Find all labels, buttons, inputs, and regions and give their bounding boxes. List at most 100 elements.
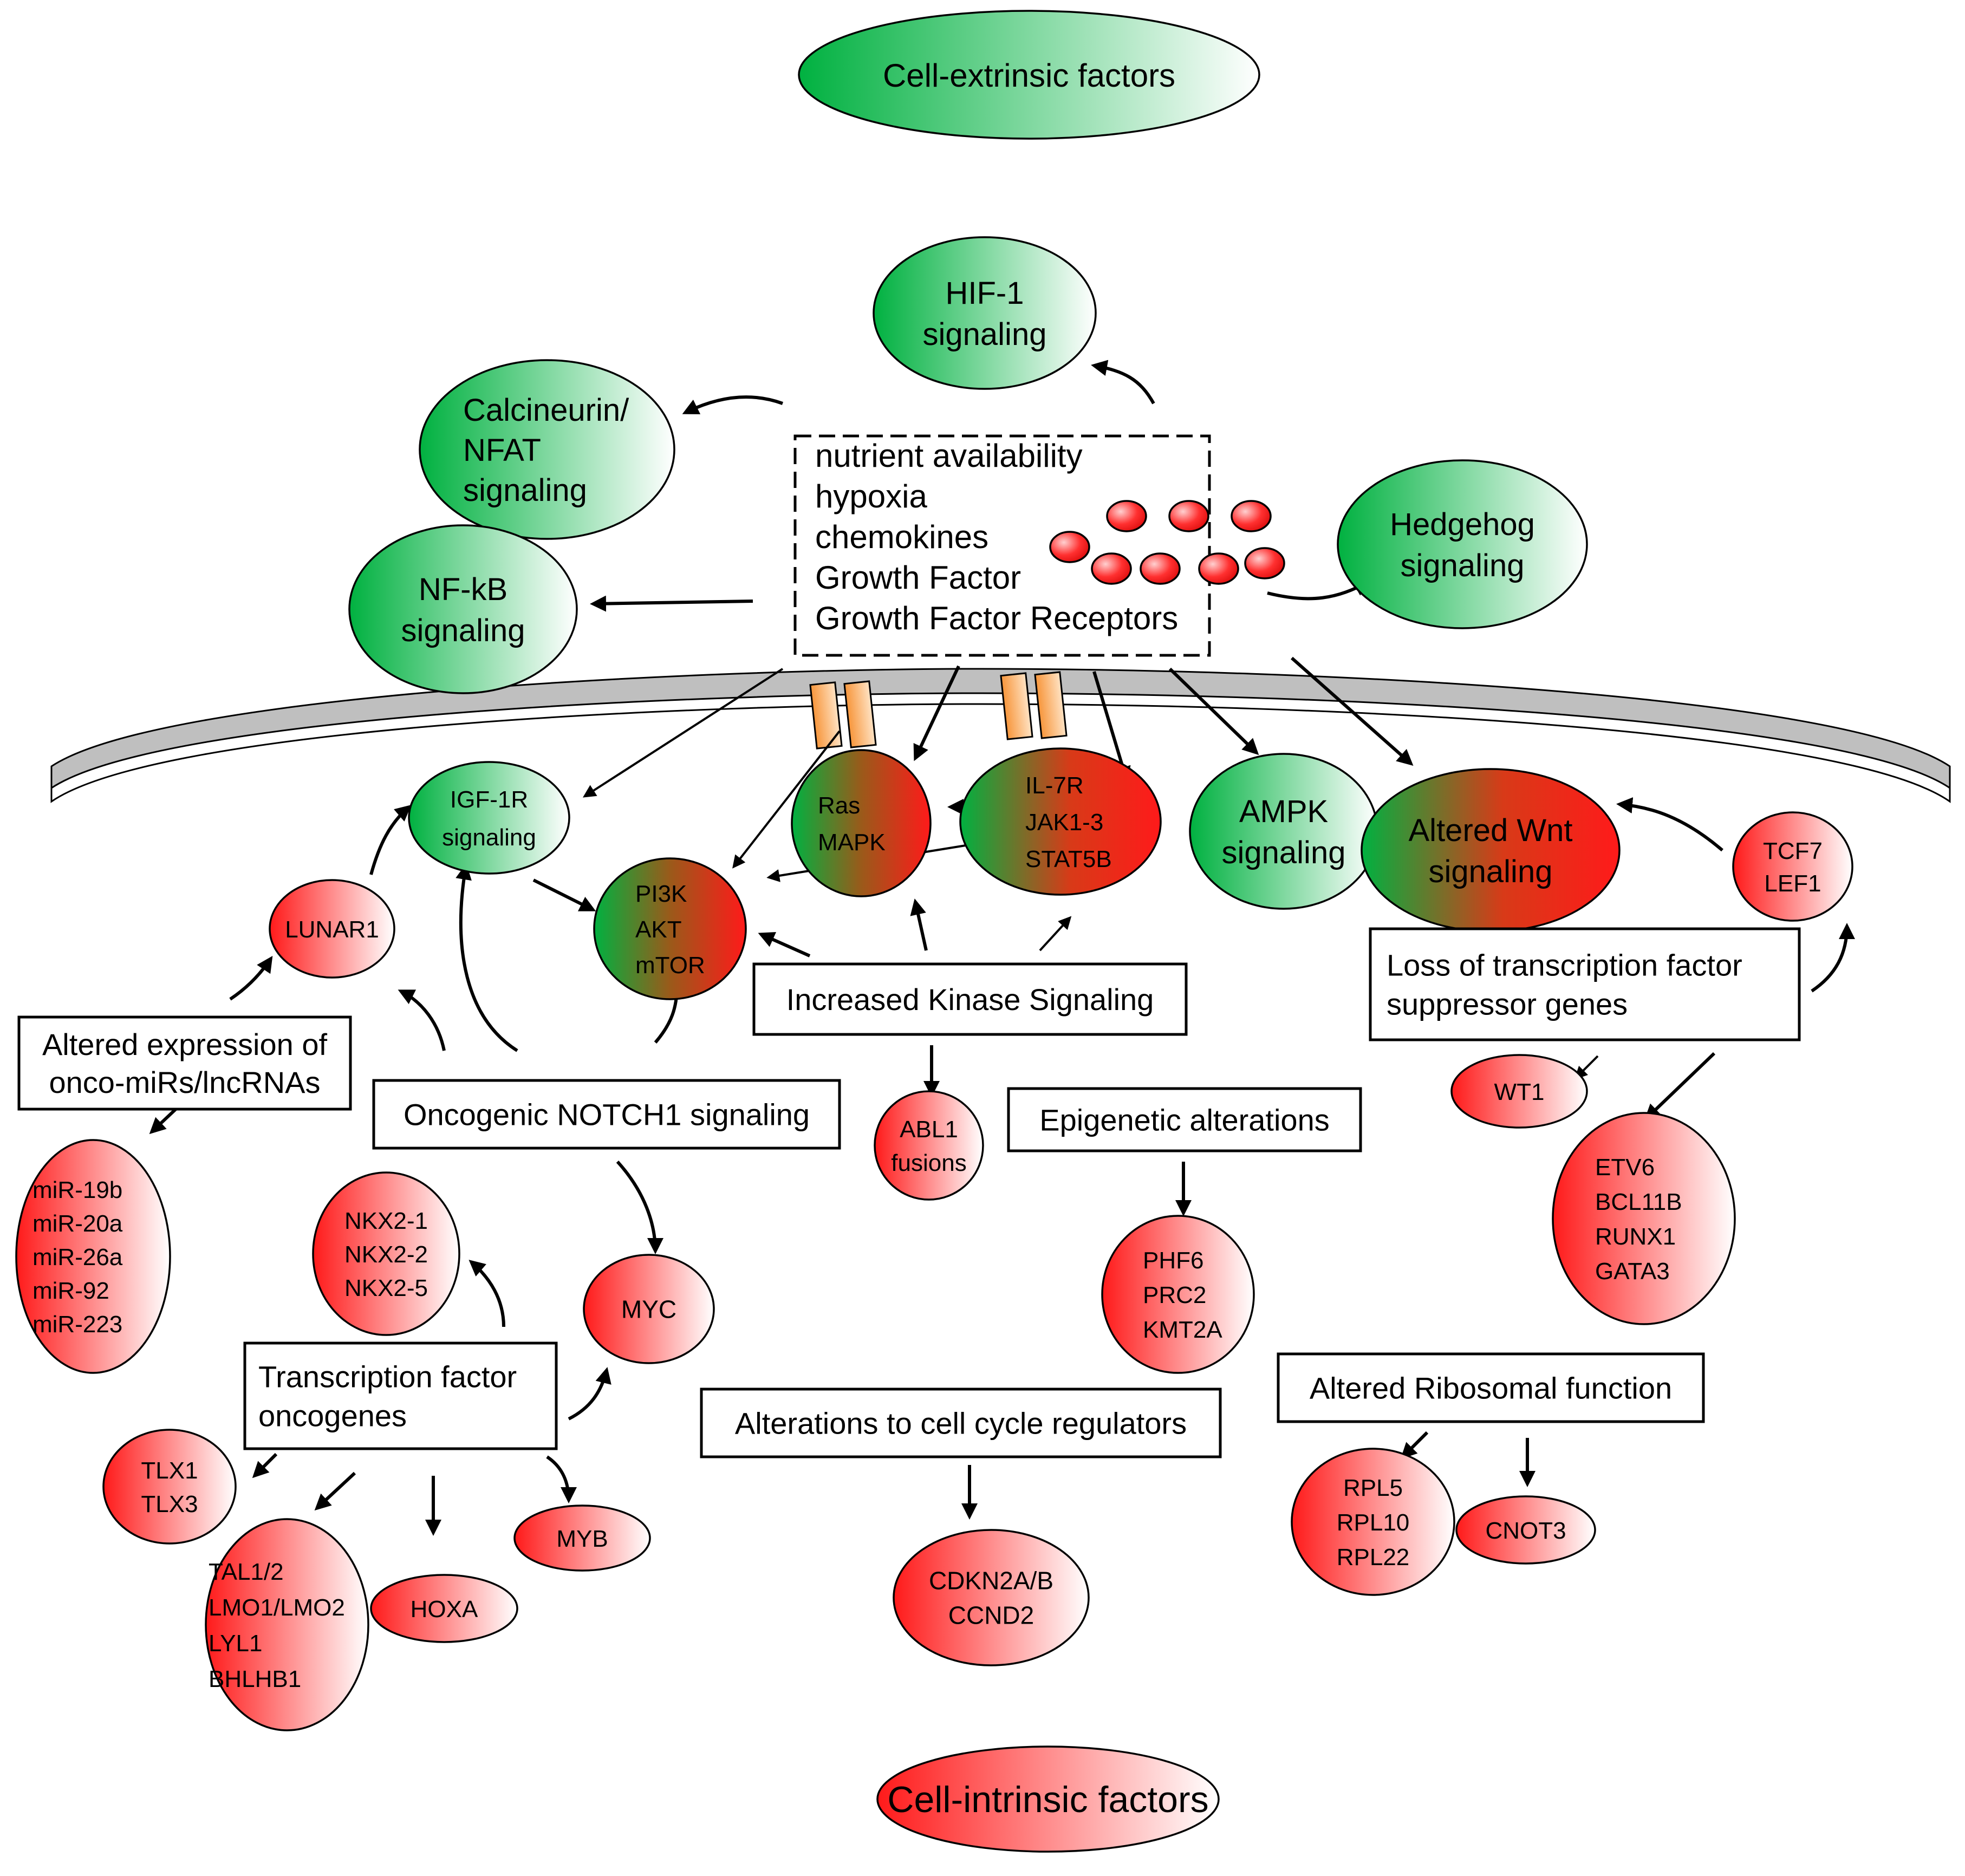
kinase-box-label: Increased Kinase Signaling — [786, 982, 1154, 1017]
nkx-node-label: NKX2-2 — [344, 1241, 428, 1268]
tf-oncogenes-box-label: oncogenes — [258, 1399, 407, 1433]
cnot3-node: CNOT3 — [1455, 1495, 1596, 1565]
mirs-node-label: miR-19b — [32, 1177, 122, 1203]
nkx-node-label: NKX2-5 — [344, 1275, 428, 1301]
kinase-box: Increased Kinase Signaling — [752, 962, 1188, 1036]
ribosome-box-label: Altered Ribosomal function — [1310, 1371, 1672, 1405]
mirna-box-label: onco-miRs/lncRNAs — [49, 1065, 321, 1099]
calcineurin-node: Calcineurin/NFAT signaling — [419, 359, 675, 540]
hif1-node-label: signaling — [923, 317, 1047, 352]
ras-mapk-node-label: Ras — [818, 792, 860, 819]
notch-box-label: Oncogenic NOTCH1 signaling — [404, 1098, 810, 1132]
hif1-node-label: HIF-1 — [946, 276, 1024, 311]
phf6-node-label: KMT2A — [1143, 1317, 1222, 1343]
etv6-node-label: RUNX1 — [1595, 1223, 1676, 1250]
receptor-pair-right — [1000, 671, 1068, 740]
igf1r-node-label: signaling — [442, 824, 536, 851]
tlx-node-label: TLX1 — [141, 1457, 198, 1484]
pi3k-akt-mtor-node: PI3K AKT mTOR — [593, 857, 747, 1000]
title-bottom: Cell-intrinsic factors — [876, 1745, 1220, 1853]
wt1-node-label: WT1 — [1494, 1079, 1545, 1105]
environment-line: hypoxia — [815, 478, 927, 514]
pi3k-akt-mtor-node-label: PI3K — [635, 881, 687, 907]
tlx-node-label: TLX3 — [141, 1491, 198, 1517]
mirs-node-label: miR-26a — [32, 1244, 123, 1271]
epigenetic-box-label: Epigenetic alterations — [1039, 1103, 1329, 1137]
suppressor-box-label: suppressor genes — [1387, 987, 1628, 1021]
tcf7-lef1-node-label: LEF1 — [1764, 870, 1821, 897]
etv6-node-label: GATA3 — [1595, 1258, 1670, 1285]
cnot3-node-label: CNOT3 — [1485, 1517, 1566, 1544]
abl1-node-label: ABL1 — [900, 1116, 958, 1143]
cdkn-node-label: CDKN2A/B — [929, 1567, 1053, 1595]
igf1r-node: IGF-1R signaling — [408, 761, 570, 875]
myc-node-label: MYC — [621, 1295, 676, 1324]
igf1r-node-label: IGF-1R — [450, 786, 528, 813]
ras-mapk-node-label: MAPK — [818, 829, 886, 856]
lunar1-node: LUNAR1 — [269, 879, 395, 979]
calcineurin-node-label: NFAT — [463, 433, 541, 468]
pi3k-akt-mtor-node-label: mTOR — [635, 952, 705, 979]
il7r-jak-stat-node-label: STAT5B — [1025, 846, 1112, 872]
myc-node: MYC — [583, 1254, 715, 1364]
lunar1-node-label: LUNAR1 — [285, 916, 379, 943]
pi3k-akt-mtor-node-label: AKT — [635, 916, 682, 943]
svg-text:Cell-intrinsic factors: Cell-intrinsic factors — [887, 1779, 1208, 1820]
il7r-jak-stat-node-label: JAK1-3 — [1025, 809, 1103, 836]
nfkb-node-label: NF-kB — [419, 572, 507, 607]
tal-lmo-node-label: LMO1/LMO2 — [209, 1594, 345, 1621]
mirna-box-label: Altered expression of — [42, 1027, 328, 1061]
environment-line: chemokines — [815, 519, 988, 555]
environment-box: nutrient availability hypoxia chemokinesGr… — [793, 434, 1285, 657]
rpl-node-label: RPL10 — [1337, 1509, 1410, 1536]
wnt-node-label: signaling — [1429, 854, 1553, 889]
svg-text:Cell-extrinsic factors: Cell-extrinsic factors — [883, 57, 1175, 94]
etv6-node-label: ETV6 — [1595, 1154, 1655, 1181]
tf-oncogenes-box-label: Transcription factor — [258, 1360, 517, 1394]
environment-line: nutrient availability — [815, 438, 1083, 474]
hedgehog-node-label: Hedgehog — [1390, 507, 1535, 542]
ribosome-box: Altered Ribosomal function — [1277, 1352, 1705, 1423]
hedgehog-node-label: signaling — [1401, 548, 1525, 583]
rpl-node-label: RPL22 — [1337, 1544, 1410, 1571]
nkx-node-label: NKX2-1 — [344, 1208, 428, 1234]
tcf7-lef1-node-label: TCF7 — [1763, 838, 1823, 864]
suppressor-box-label: Loss of transcription factor — [1387, 948, 1742, 982]
epigenetic-box: Epigenetic alterations — [1007, 1087, 1362, 1152]
etv6-node-label: BCL11B — [1595, 1189, 1682, 1215]
hedgehog-node: Hedgehog signaling — [1337, 459, 1588, 629]
nfkb-node-label: signaling — [401, 613, 525, 648]
calcineurin-node-label: signaling — [463, 473, 587, 508]
calcineurin-node-label: Calcineurin/ — [463, 393, 629, 428]
tal-lmo-node-label: TAL1/2 — [209, 1559, 284, 1585]
hoxa-node: HOXA — [370, 1574, 518, 1643]
cell-membrane — [50, 668, 1951, 803]
myb-node-label: MYB — [556, 1526, 608, 1552]
phf6-node-label: PHF6 — [1143, 1247, 1203, 1274]
wt1-node: WT1 — [1450, 1054, 1588, 1129]
tf-oncogenes-box: Transcription factor oncogenes — [243, 1341, 558, 1450]
hoxa-node-label: HOXA — [411, 1596, 478, 1623]
rpl-node-label: RPL5 — [1343, 1475, 1403, 1501]
mirs-node-label: miR-223 — [32, 1311, 122, 1338]
environment-line: Growth Factor Receptors — [815, 600, 1178, 636]
receptor-pair-left — [809, 680, 877, 750]
suppressor-box: Loss of transcription factor suppressor g… — [1369, 927, 1801, 1041]
ampk-node-label: AMPK — [1239, 794, 1329, 829]
tal-lmo-node-label: LYL1 — [209, 1630, 263, 1657]
mirs-node-label: miR-20a — [32, 1210, 123, 1237]
il7r-jak-stat-node-label: IL-7R — [1025, 772, 1084, 799]
chemokine-particles — [1049, 500, 1285, 585]
notch-box: Oncogenic NOTCH1 signaling — [372, 1079, 841, 1150]
